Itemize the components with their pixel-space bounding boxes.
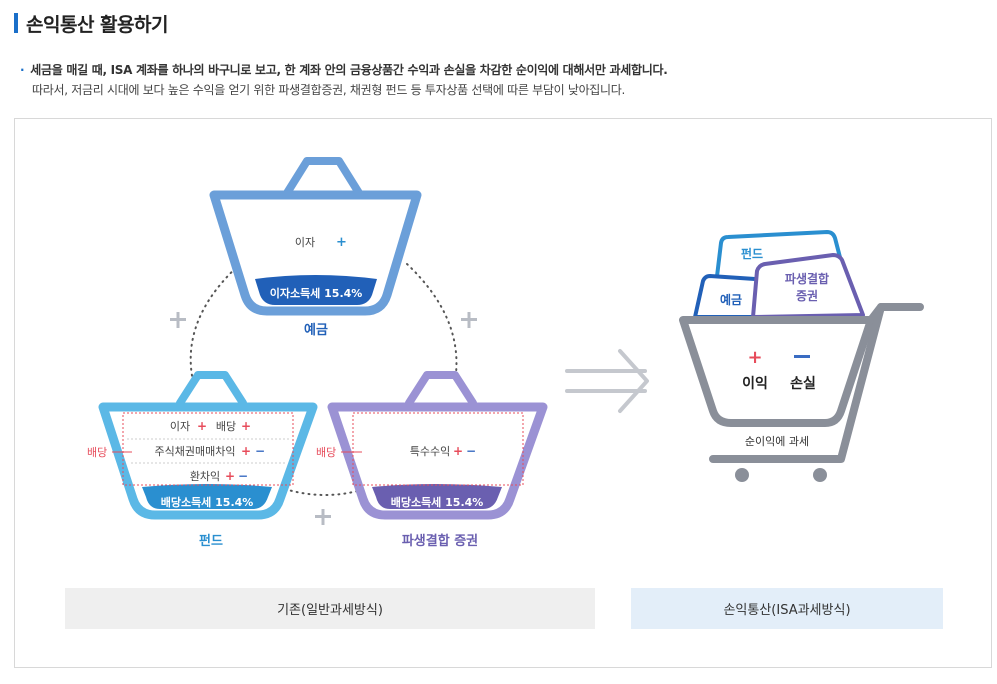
- fund-label: 펀드: [199, 533, 223, 549]
- deposit-label: 예금: [304, 322, 328, 338]
- minus-icon: −: [255, 444, 265, 458]
- fund-row1b: 배당: [216, 420, 236, 433]
- plus-icon: +: [197, 419, 207, 433]
- minus-icon: −: [238, 469, 248, 483]
- cart-illustration: 펀드 예금 파생결합 증권 + 이익 손실 순이익에 과세: [679, 230, 924, 482]
- cart-deposit-label: 예금: [720, 292, 742, 307]
- connector-right: [406, 263, 458, 382]
- deposit-basket: 이자 + 이자소득세 15.4% 예금: [209, 157, 422, 338]
- fund-basket: 이자 + 배당 + 주식채권매매차익 + − 환차익 + − 배당소득세 15.…: [87, 371, 318, 549]
- caption-left: 기존(일반과세방식): [277, 603, 383, 618]
- isa-diagram: 이자 + 이자소득세 15.4% 예금 이자 + 배당 + 주식채권매매차익 +…: [65, 157, 943, 629]
- plus-icon: [170, 312, 477, 525]
- description: · 세금을 매길 때, ISA 계좌를 하나의 바구니로 보고, 한 계좌 안의 …: [20, 60, 668, 100]
- plus-icon: +: [241, 444, 251, 458]
- arrow-right-icon: [565, 349, 649, 413]
- deposit-tax: 이자소득세 15.4%: [270, 286, 363, 300]
- fund-tax: 배당소득세 15.4%: [161, 495, 254, 509]
- description-line-2: 따라서, 저금리 시대에 보다 높은 수익을 얻기 위한 파생결합증권, 채권형…: [32, 83, 626, 97]
- diagram-panel: 이자 + 이자소득세 15.4% 예금 이자 + 배당 + 주식채권매매차익 +…: [14, 118, 992, 668]
- plus-icon: +: [453, 444, 463, 458]
- derivative-label: 파생결합 증권: [402, 533, 478, 549]
- plus-icon: +: [336, 235, 347, 250]
- plus-icon: +: [225, 469, 235, 483]
- derivative-side-label: 배당: [316, 446, 336, 459]
- connector-bottom: [284, 488, 366, 496]
- caption-right-box: [631, 588, 943, 629]
- plus-icon: +: [241, 419, 251, 433]
- bullet-icon: ·: [20, 63, 25, 77]
- fund-side-label: 배당: [87, 446, 107, 459]
- cart-footer: 순이익에 과세: [745, 435, 809, 448]
- derivative-content: 특수수익: [410, 445, 450, 458]
- fund-row2: 주식채권매매차익: [155, 445, 236, 458]
- description-line-1: 세금을 매길 때, ISA 계좌를 하나의 바구니로 보고, 한 계좌 안의 금…: [30, 63, 668, 77]
- page-header: 손익통산 활용하기: [14, 12, 168, 36]
- connector-left: [189, 263, 241, 382]
- deposit-content: 이자: [295, 236, 315, 249]
- cart-fund-label: 펀드: [741, 246, 763, 261]
- caption-right: 손익통산(ISA과세방식): [723, 603, 850, 618]
- minus-icon: −: [466, 444, 476, 458]
- plus-icon: +: [747, 347, 762, 368]
- cart-loss: 손실: [790, 376, 816, 392]
- cart-derivative-label-2: 증권: [796, 289, 818, 303]
- cart-derivative-label-1: 파생결합: [785, 271, 829, 286]
- fund-row1a: 이자: [170, 420, 190, 433]
- derivative-tax: 배당소득세 15.4%: [391, 495, 484, 509]
- page-title: 손익통산 활용하기: [26, 13, 168, 36]
- cart-profit: 이익: [742, 375, 768, 392]
- minus-icon: [794, 355, 810, 358]
- caption-left-box: [65, 588, 595, 629]
- fund-row3: 환차익: [190, 470, 220, 483]
- title-accent-bar: [14, 13, 18, 33]
- derivative-basket: 특수수익 + − 배당소득세 15.4% 파생결합 증권 배당: [316, 371, 548, 549]
